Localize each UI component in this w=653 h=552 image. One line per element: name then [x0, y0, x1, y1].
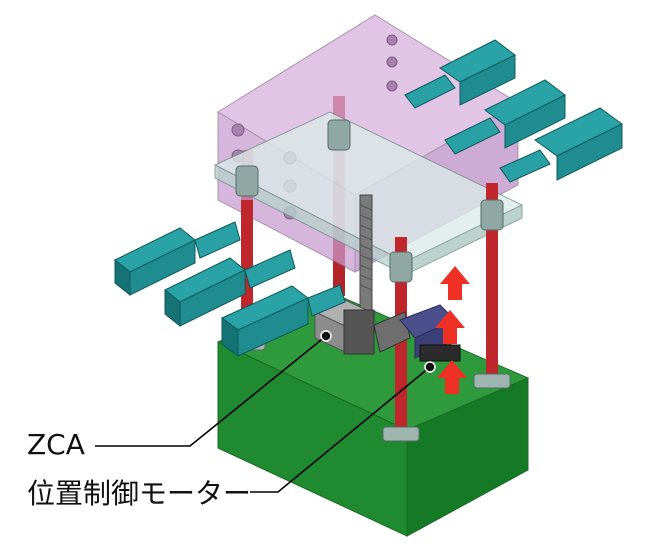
actuator-left-2	[164, 249, 296, 328]
actuator-right-3	[499, 107, 623, 183]
up-arrow-icon	[435, 310, 465, 344]
zca-leader-dot	[320, 330, 332, 342]
motor-leader-line	[250, 366, 431, 493]
zca-leader-line	[95, 335, 327, 447]
base-side-face	[406, 377, 529, 537]
actuator-right-1	[404, 39, 516, 109]
up-arrow-icon	[437, 360, 467, 394]
actuators	[114, 39, 623, 357]
motor-leader-dot	[424, 361, 436, 373]
rod-collars	[235, 119, 504, 283]
up-arrow-icon	[440, 266, 470, 300]
motor-label: 位置制御モーター	[27, 477, 252, 510]
actuator-left-3	[221, 284, 346, 357]
up-arrows	[435, 266, 470, 394]
leader-lines	[95, 330, 436, 493]
zca-label: ZCA	[27, 428, 85, 461]
actuator-left-1	[114, 221, 241, 297]
rod-front-right	[486, 183, 498, 383]
actuator-right-2	[444, 79, 566, 155]
